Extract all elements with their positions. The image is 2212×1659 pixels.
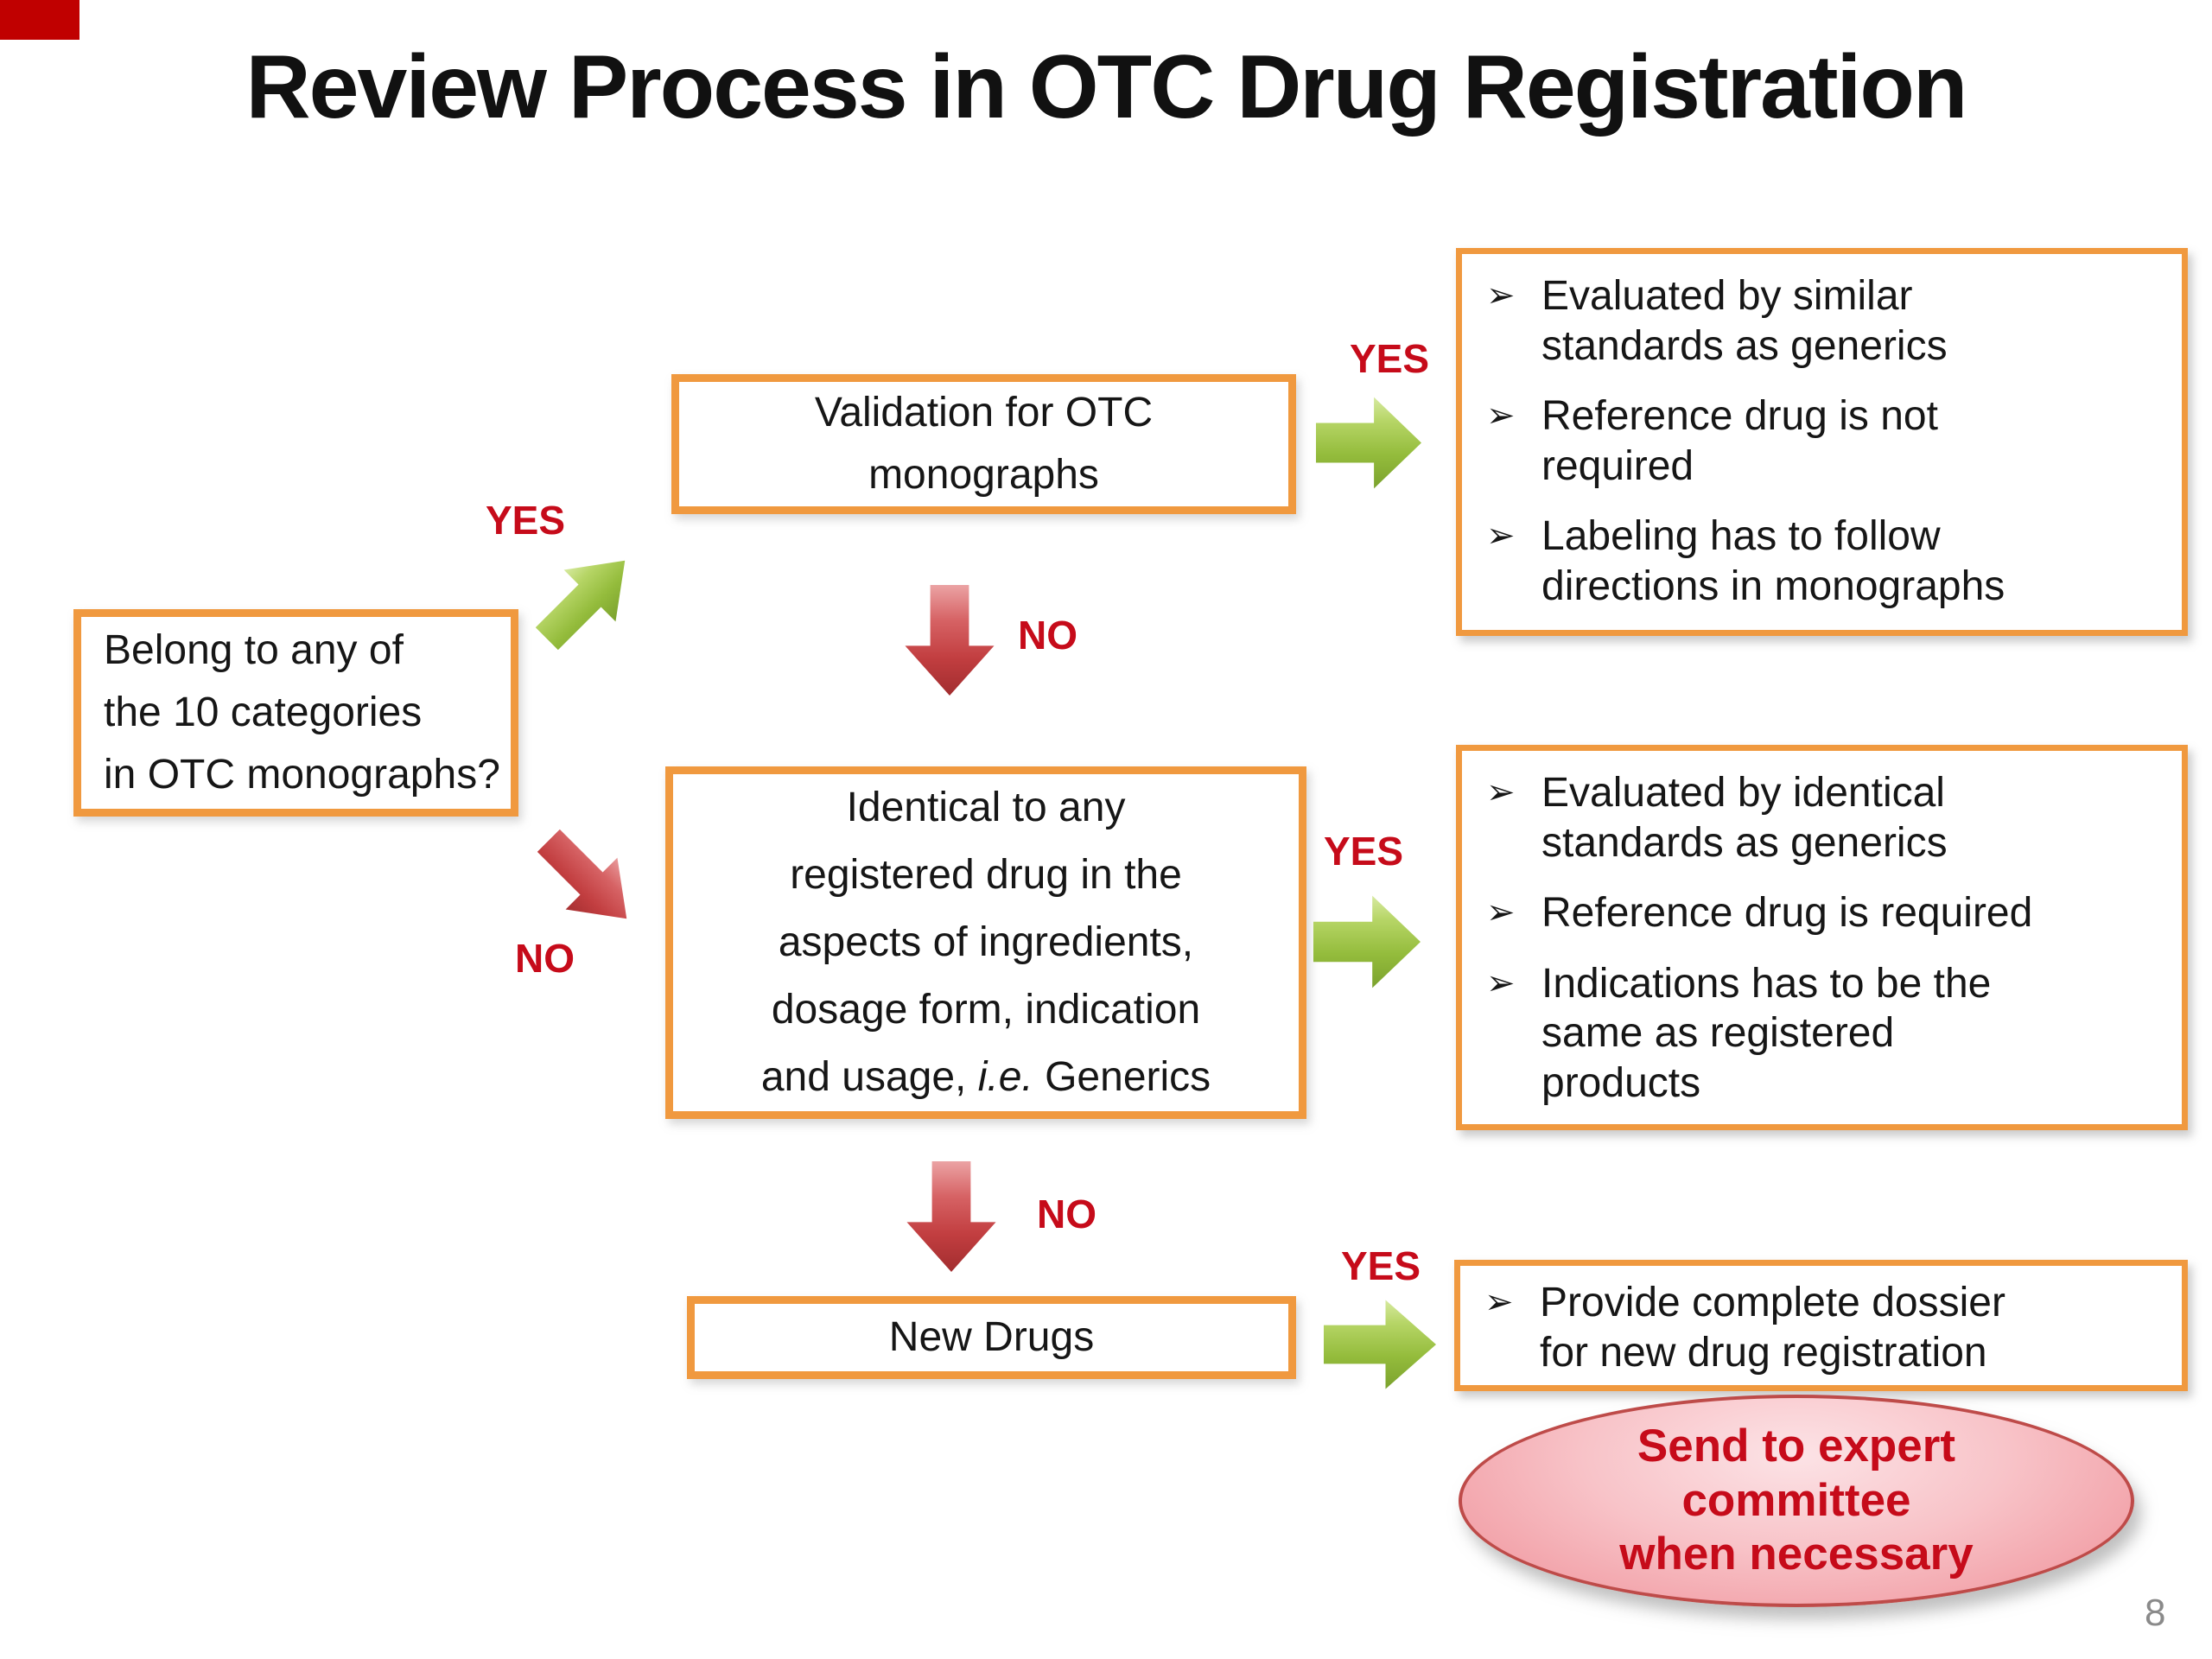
generics-box-line: registered drug in the	[790, 852, 1182, 898]
triangle-bullet-icon: ➢	[1486, 963, 1516, 1002]
triangle-bullet-icon: ➢	[1484, 1283, 1514, 1322]
list-item: ➢ Labeling has to follow directions in m…	[1481, 512, 2170, 611]
list-item: ➢ Indications has to be the same as regi…	[1481, 959, 2170, 1109]
yes-label: YES	[1350, 336, 1430, 381]
yes-arrow-right-icon	[1313, 895, 1421, 988]
bullet-text: Reference drug is required	[1541, 890, 2033, 937]
monograph-outcomes-box: ➢ Evaluated by similar standards as gene…	[1456, 248, 2188, 636]
generics-box-line-post: Generics	[1033, 1054, 1211, 1100]
triangle-bullet-icon: ➢	[1486, 517, 1516, 556]
no-label: NO	[1018, 613, 1077, 658]
new-drugs-box: New Drugs	[687, 1296, 1296, 1379]
question-box: Belong to any of the 10 categories in OT…	[73, 609, 518, 817]
yes-arrow-right-icon	[1316, 397, 1421, 489]
generics-box: Identical to any registered drug in the …	[665, 766, 1306, 1119]
generics-outcomes-box: ➢ Evaluated by identical standards as ge…	[1456, 745, 2188, 1130]
no-arrow-down-icon	[905, 585, 995, 696]
expert-committee-note: Send to expert committee when necessary	[1619, 1421, 1974, 1580]
yes-arrow-right-icon	[1324, 1300, 1436, 1389]
yes-label: YES	[1341, 1243, 1421, 1288]
no-arrow-down-icon	[906, 1161, 996, 1272]
slide-title: Review Process in OTC Drug Registration	[245, 37, 1968, 137]
triangle-bullet-icon: ➢	[1486, 397, 1516, 435]
generics-box-line: aspects of ingredients,	[778, 919, 1194, 965]
expert-committee-ellipse: Send to expert committee when necessary	[1459, 1395, 2134, 1607]
no-label: NO	[1037, 1192, 1096, 1236]
bullet-text: Evaluated by similar standards as generi…	[1541, 273, 1948, 369]
new-drug-outcomes-box: ➢ Provide complete dossier for new drug …	[1454, 1260, 2188, 1391]
bullet-text: Indications has to be the same as regist…	[1541, 960, 1992, 1106]
no-label: NO	[515, 936, 575, 981]
bullet-text: Reference drug is not required	[1541, 393, 1938, 489]
record-indicator-icon	[0, 0, 79, 40]
bullet-text: Evaluated by identical standards as gene…	[1541, 770, 1948, 866]
generics-box-line: and usage, i.e. Generics	[761, 1044, 1211, 1111]
yes-label: YES	[486, 498, 566, 543]
triangle-bullet-icon: ➢	[1486, 773, 1516, 811]
yes-label: YES	[1324, 829, 1404, 874]
list-item: ➢ Evaluated by similar standards as gene…	[1481, 271, 2170, 371]
validation-box: Validation for OTC monographs	[671, 374, 1296, 514]
generics-box-line: Identical to any	[846, 785, 1126, 830]
no-arrow-down-right-icon	[520, 812, 655, 947]
generics-box-line-pre: and usage,	[760, 1054, 978, 1100]
triangle-bullet-icon: ➢	[1486, 893, 1516, 932]
bullet-text: Labeling has to follow directions in mon…	[1541, 513, 2005, 609]
triangle-bullet-icon: ➢	[1486, 276, 1516, 315]
generics-box-line: dosage form, indication	[771, 987, 1201, 1033]
yes-arrow-up-right-icon	[518, 532, 653, 667]
bullet-text: Provide complete dossier for new drug re…	[1540, 1280, 2005, 1376]
list-item: ➢ Evaluated by identical standards as ge…	[1481, 768, 2170, 868]
list-item: ➢ Provide complete dossier for new drug …	[1479, 1278, 2170, 1377]
list-item: ➢ Reference drug is not required	[1481, 391, 2170, 491]
list-item: ➢ Reference drug is required	[1481, 888, 2170, 938]
page-number: 8	[2145, 1592, 2166, 1634]
generics-box-line-italic: i.e.	[977, 1054, 1033, 1100]
